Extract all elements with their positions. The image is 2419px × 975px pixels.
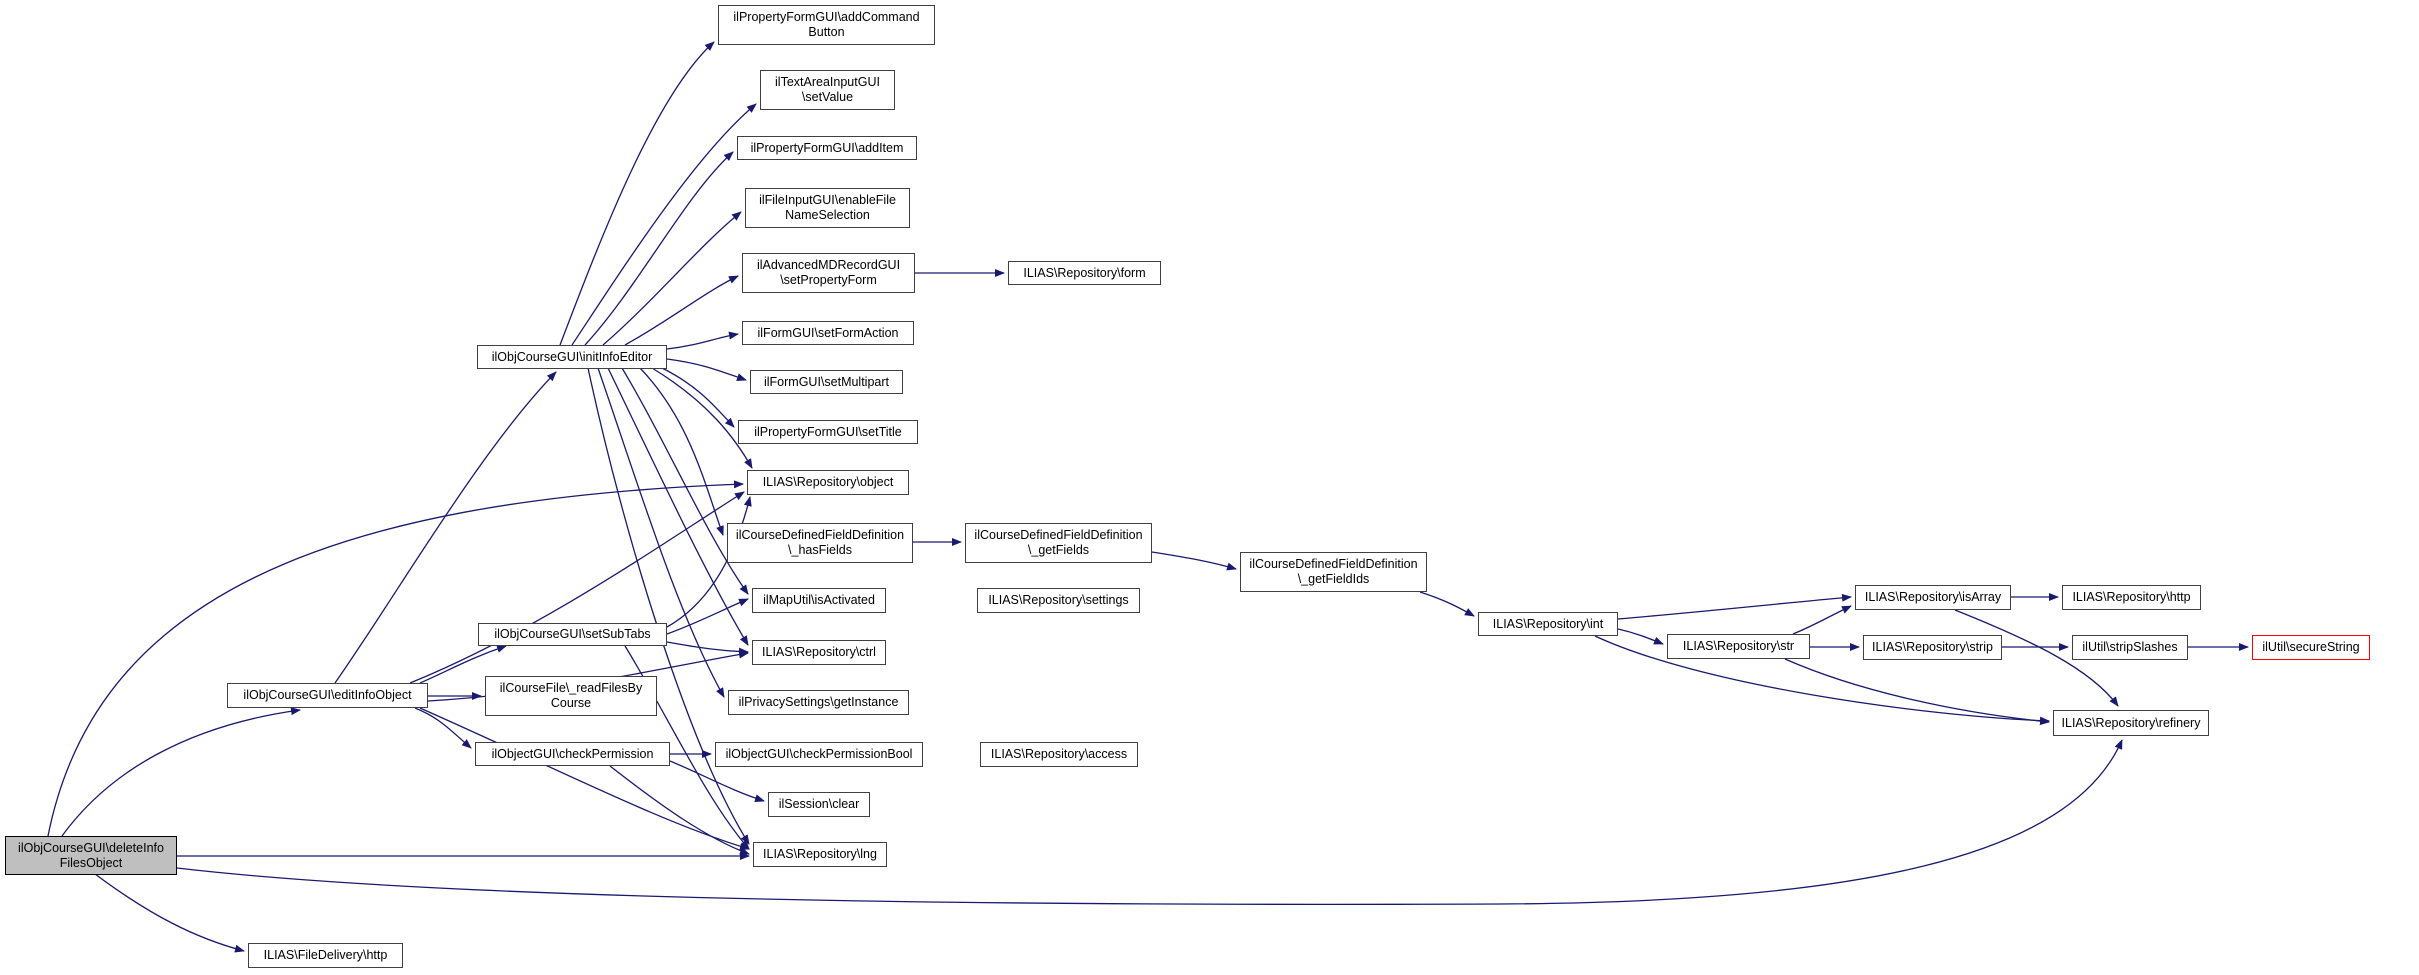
node-getFields[interactable]: ilCourseDefinedFieldDefinition \_getFiel… [965,523,1152,563]
edge-initInfoEditor-setPropertyForm [624,275,739,346]
edge-isArray-repoRefinery [1954,609,2119,707]
node-repository-strip[interactable]: ILIAS\Repository\strip [1863,635,2002,660]
edge-initInfoEditor-setValue [571,103,757,346]
node-secureString[interactable]: ilUtil\secureString [2252,635,2370,660]
node-setValue[interactable]: ilTextAreaInputGUI \setValue [760,70,895,110]
edge-initInfoEditor-repoCtrl [607,367,749,646]
node-repository-str[interactable]: ILIAS\Repository\str [1667,634,1810,659]
edge-initInfoEditor-hasFields [639,367,724,536]
node-repository-object[interactable]: ILIAS\Repository\object [747,470,909,495]
node-repository-http[interactable]: ILIAS\Repository\http [2062,585,2201,610]
node-getInstance[interactable]: ilPrivacySettings\getInstance [728,690,909,715]
edge-repoInt-repoStr [1617,628,1664,645]
node-deleteInfoFilesObject: ilObjCourseGUI\deleteInfo FilesObject [5,836,177,875]
node-filedelivery-http[interactable]: ILIAS\FileDelivery\http [248,943,403,968]
node-setSubTabs[interactable]: ilObjCourseGUI\setSubTabs [478,623,667,646]
edge-root-repoObject [47,480,744,837]
node-setTitle[interactable]: ilPropertyFormGUI\setTitle [738,420,918,444]
node-getFieldIds[interactable]: ilCourseDefinedFieldDefinition \_getFiel… [1240,552,1427,592]
node-addItem[interactable]: ilPropertyFormGUI\addItem [737,136,917,160]
node-repository-refinery[interactable]: ILIAS\Repository\refinery [2053,710,2209,736]
edge-editInfoObject-initInfoEditor [334,371,557,684]
edge-repoInt-repoRefinery [1594,635,2050,725]
edge-setSubTabs-isActivated [666,598,749,635]
node-repository-int[interactable]: ILIAS\Repository\int [1478,612,1618,636]
node-isActivated[interactable]: ilMapUtil\isActivated [752,588,886,613]
edge-root-editInfoObject [61,707,301,837]
edge-initInfoEditor-setTitle [661,367,735,428]
edge-editInfoObject-repoObject [409,491,745,684]
node-checkPermission[interactable]: ilObjectGUI\checkPermission [475,742,670,766]
node-session-clear[interactable]: ilSession\clear [768,792,870,817]
node-repository-ctrl[interactable]: ILIAS\Repository\ctrl [752,640,886,665]
node-hasFields[interactable]: ilCourseDefinedFieldDefinition \_hasFiel… [727,523,913,563]
edge-repoStr-repoRefinery [1784,658,2050,726]
edge-root-fileDeliveryHttp [94,873,245,953]
node-setMultipart[interactable]: ilFormGUI\setMultipart [750,370,903,394]
edge-setSubTabs-repoLng [624,645,750,850]
edge-initInfoEditor-repoObject [651,367,753,469]
edge-setSubTabs-repoObject [666,496,752,628]
edge-checkPermission-repoLng [609,765,750,855]
node-repository-form[interactable]: ILIAS\Repository\form [1008,261,1161,285]
node-setFormAction[interactable]: ilFormGUI\setFormAction [742,321,914,345]
edge-checkPermission-sessionClear [669,760,765,803]
node-initInfoEditor[interactable]: ilObjCourseGUI\initInfoEditor [477,345,667,369]
edge-getFieldIds-repoInt [1419,591,1475,617]
edge-getFields-getFieldIds [1151,551,1237,571]
edge-initInfoEditor-setFormAction [666,331,739,350]
edge-initInfoEditor-addItem [584,151,734,346]
node-repository-access[interactable]: ILIAS\Repository\access [980,742,1138,767]
edge-initInfoEditor-getInstance [597,367,725,698]
node-editInfoObject[interactable]: ilObjCourseGUI\editInfoObject [227,683,428,708]
node-stripSlashes[interactable]: ilUtil\stripSlashes [2072,635,2188,660]
node-readFilesByCourse[interactable]: ilCourseFile\_readFilesBy Course [485,676,657,716]
edge-initInfoEditor-setMultipart [666,358,747,381]
edge-initInfoEditor-addCommandButton [559,41,715,346]
edge-root-repoRefinery [176,739,2123,905]
edge-repoInt-isArray [1617,593,1852,620]
edge-editInfoObject-checkPermission [414,707,472,749]
node-addCommandButton[interactable]: ilPropertyFormGUI\addCommand Button [718,5,935,45]
node-repository-settings[interactable]: ILIAS\Repository\settings [977,588,1140,613]
edge-editInfoObject-setSubTabs [419,645,507,684]
node-setPropertyForm[interactable]: ilAdvancedMDRecordGUI \setPropertyForm [742,253,915,293]
edge-initInfoEditor-repoLng [587,367,750,845]
edge-initInfoEditor-enableFileNameSelection [602,211,742,346]
edge-repoStr-isArray [1792,605,1852,635]
node-checkPermissionBool[interactable]: ilObjectGUI\checkPermissionBool [715,742,923,767]
edge-setSubTabs-repoCtrl [666,641,749,656]
node-repository-lng[interactable]: ILIAS\Repository\lng [753,842,887,867]
edge-initInfoEditor-isActivated [621,367,749,595]
node-repository-isArray[interactable]: ILIAS\Repository\isArray [1855,585,2011,610]
node-enableFileNameSelection[interactable]: ilFileInputGUI\enableFile NameSelection [745,188,910,228]
